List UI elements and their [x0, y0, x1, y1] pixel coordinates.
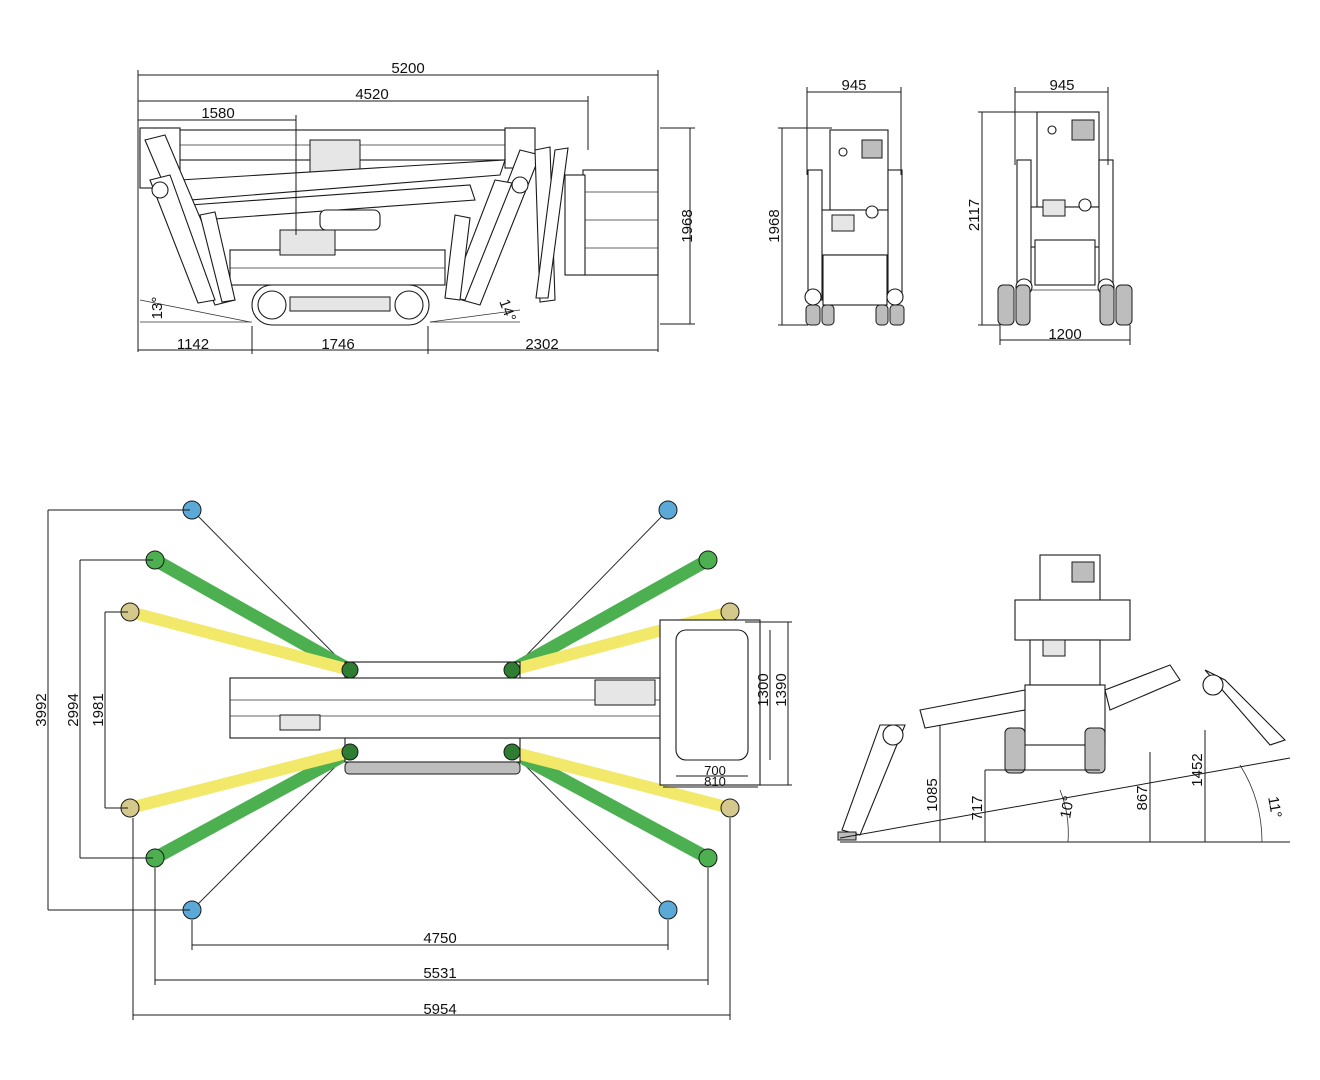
dim-4750: 4750 [423, 930, 456, 947]
dim-1981: 1981 [90, 693, 107, 726]
dim-1200: 1200 [1048, 326, 1081, 343]
dim-1300: 1300 [755, 673, 772, 706]
angle-13: 13° [149, 297, 166, 320]
dim-1968-front: 1968 [766, 209, 783, 242]
top-view: 3992 2994 1981 1300 1390 700 810 4750 55… [33, 500, 792, 1020]
dim-5531: 5531 [423, 965, 456, 982]
dim-700: 700 [704, 763, 726, 778]
dim-5200: 5200 [391, 60, 424, 77]
dim-717: 717 [969, 795, 986, 820]
dim-1452: 1452 [1189, 753, 1206, 786]
dim-2994: 2994 [65, 693, 82, 726]
dim-4520: 4520 [355, 86, 388, 103]
dim-945-front: 945 [841, 77, 866, 94]
outrigger-feet [120, 500, 740, 920]
dim-1968-side: 1968 [679, 209, 696, 242]
outrigger-legs-blue [191, 509, 669, 911]
dim-2302: 2302 [525, 336, 558, 353]
angle-11: 11° [1264, 795, 1284, 819]
angle-14: 14° [495, 297, 519, 324]
dim-1746: 1746 [321, 336, 354, 353]
dim-1142: 1142 [177, 336, 209, 353]
dim-1390: 1390 [773, 673, 790, 706]
dim-867: 867 [1134, 785, 1151, 810]
side-view: 5200 4520 1580 1968 1142 1746 2302 13° 1… [137, 60, 696, 354]
dim-945-rear: 945 [1049, 77, 1074, 94]
dim-3992: 3992 [33, 693, 50, 726]
outrigger-legs-green [151, 554, 712, 864]
chassis-body [229, 249, 446, 286]
angle-10: 10° [1057, 795, 1078, 820]
dim-2117: 2117 [966, 199, 983, 231]
dim-1085: 1085 [924, 778, 941, 811]
front-view: 945 1968 [766, 77, 905, 326]
dim-1580: 1580 [201, 105, 234, 122]
dim-5954: 5954 [423, 1001, 456, 1018]
work-basket [582, 169, 659, 276]
rear-view: 945 2117 1200 [966, 77, 1133, 345]
slope-view: 1085 717 10° 867 1452 11° [837, 554, 1291, 843]
dim-810: 810 [704, 774, 726, 789]
